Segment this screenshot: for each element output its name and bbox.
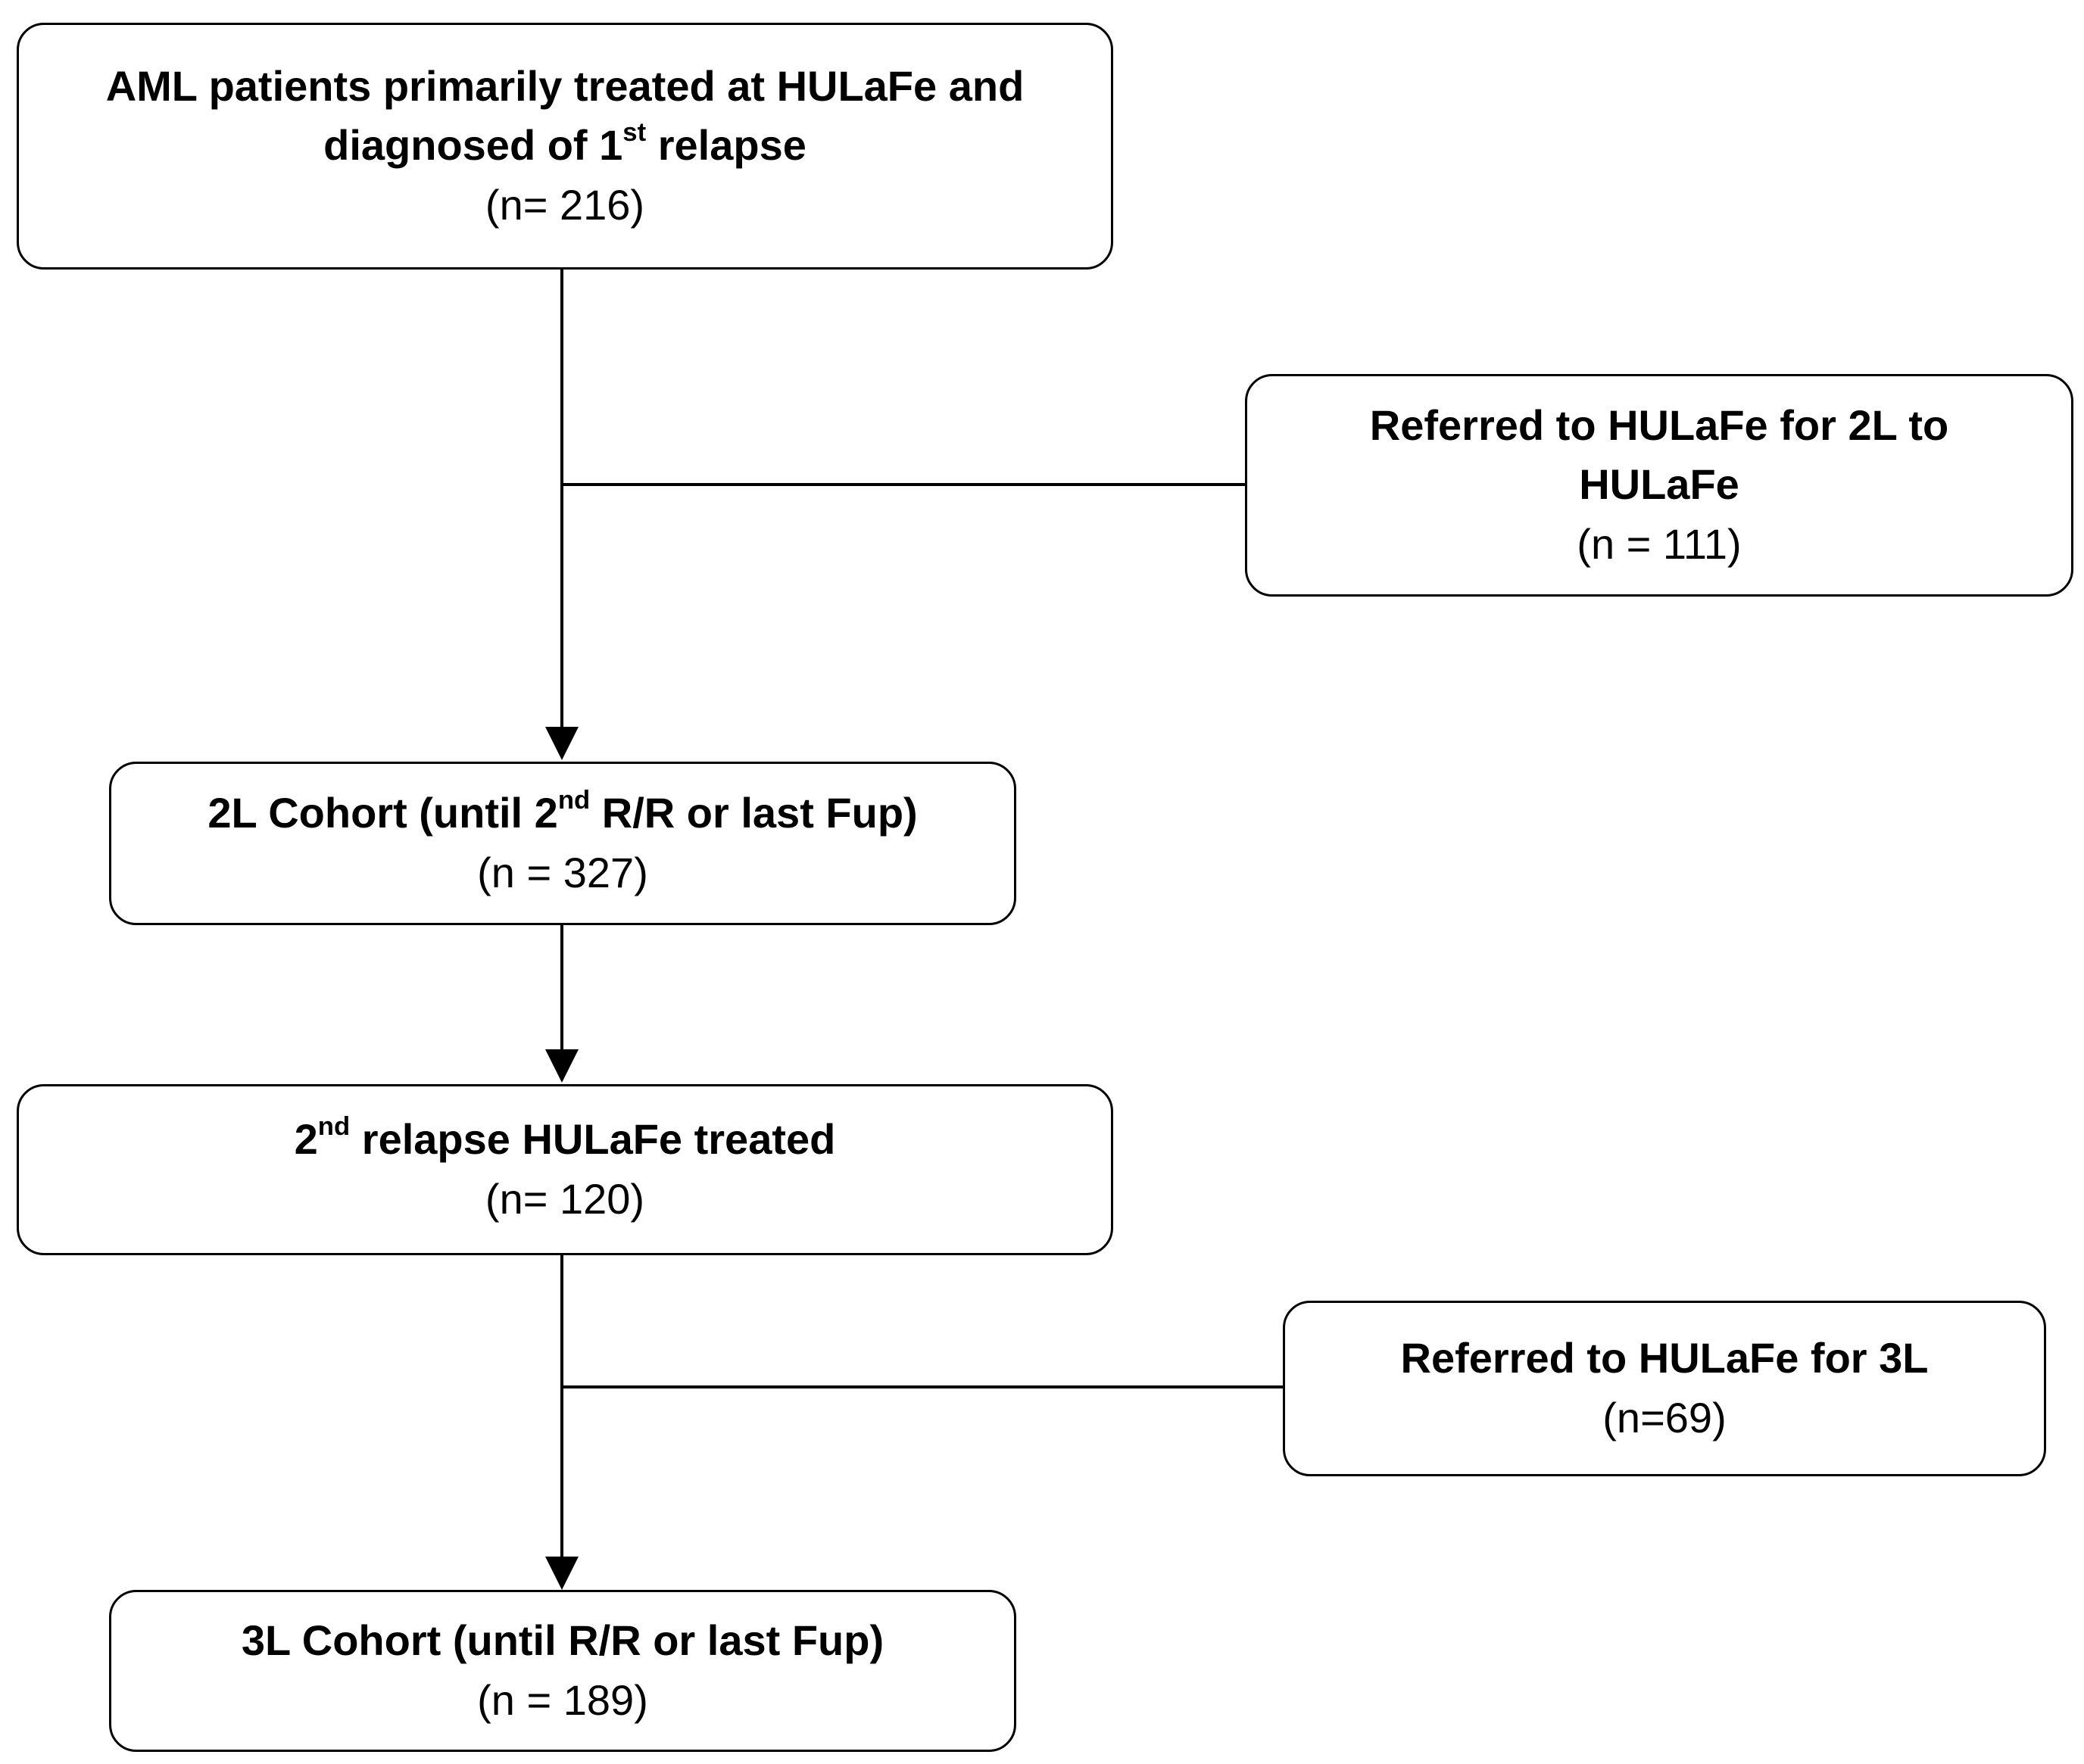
arrowhead-second-relapse xyxy=(545,1049,579,1083)
box-initial-count: (n= 216) xyxy=(485,181,645,229)
box-cohort-2l-count: (n = 327) xyxy=(477,849,648,896)
box-second-relapse-title-suffix: relapse HULaFe treated xyxy=(350,1115,836,1163)
box-initial-title-superscript: st xyxy=(622,118,647,148)
box-initial-title-suffix: relapse xyxy=(646,121,806,169)
box-cohort-3l-title: 3L Cohort (until R/R or last Fup) xyxy=(241,1616,884,1664)
box-cohort-3l: 3L Cohort (until R/R or last Fup) (n = 1… xyxy=(109,1590,1016,1752)
box-second-relapse-title-superscript: nd xyxy=(317,1112,351,1142)
box-cohort-3l-count: (n = 189) xyxy=(477,1676,648,1724)
box-referred-2l-title: Referred to HULaFe for 2L to HULaFe xyxy=(1369,401,1949,508)
box-cohort-2l-title-superscript: nd xyxy=(557,786,591,815)
box-second-relapse-count: (n= 120) xyxy=(485,1175,645,1223)
box-referred-3l: Referred to HULaFe for 3L (n=69) xyxy=(1283,1301,2046,1476)
box-referred-2l-count: (n = 111) xyxy=(1577,520,1742,568)
box-initial-patients: AML patients primarily treated at HULaFe… xyxy=(17,23,1113,270)
arrowhead-3l-cohort xyxy=(545,1557,579,1590)
box-cohort-2l-title: 2L Cohort (until 2nd R/R or last Fup) xyxy=(207,784,917,843)
box-second-relapse-title-text: 2 xyxy=(294,1115,318,1163)
arrowhead-2l-cohort xyxy=(545,727,579,760)
box-initial-title: AML patients primarily treated at HULaFe… xyxy=(61,57,1069,175)
box-initial-title-text: AML patients primarily treated at HULaFe… xyxy=(105,62,1025,169)
box-cohort-2l-title-text: 2L Cohort (until 2 xyxy=(207,789,558,837)
box-cohort-2l-title-suffix: R/R or last Fup) xyxy=(590,789,918,837)
box-referred-3l-title: Referred to HULaFe for 3L xyxy=(1400,1334,1929,1382)
box-cohort-2l: 2L Cohort (until 2nd R/R or last Fup) (n… xyxy=(109,762,1016,925)
box-referred-3l-count: (n=69) xyxy=(1602,1394,1727,1441)
box-referred-2l: Referred to HULaFe for 2L to HULaFe (n =… xyxy=(1245,374,2073,597)
box-second-relapse-title: 2nd relapse HULaFe treated xyxy=(295,1110,836,1169)
box-second-relapse: 2nd relapse HULaFe treated (n= 120) xyxy=(17,1084,1113,1255)
